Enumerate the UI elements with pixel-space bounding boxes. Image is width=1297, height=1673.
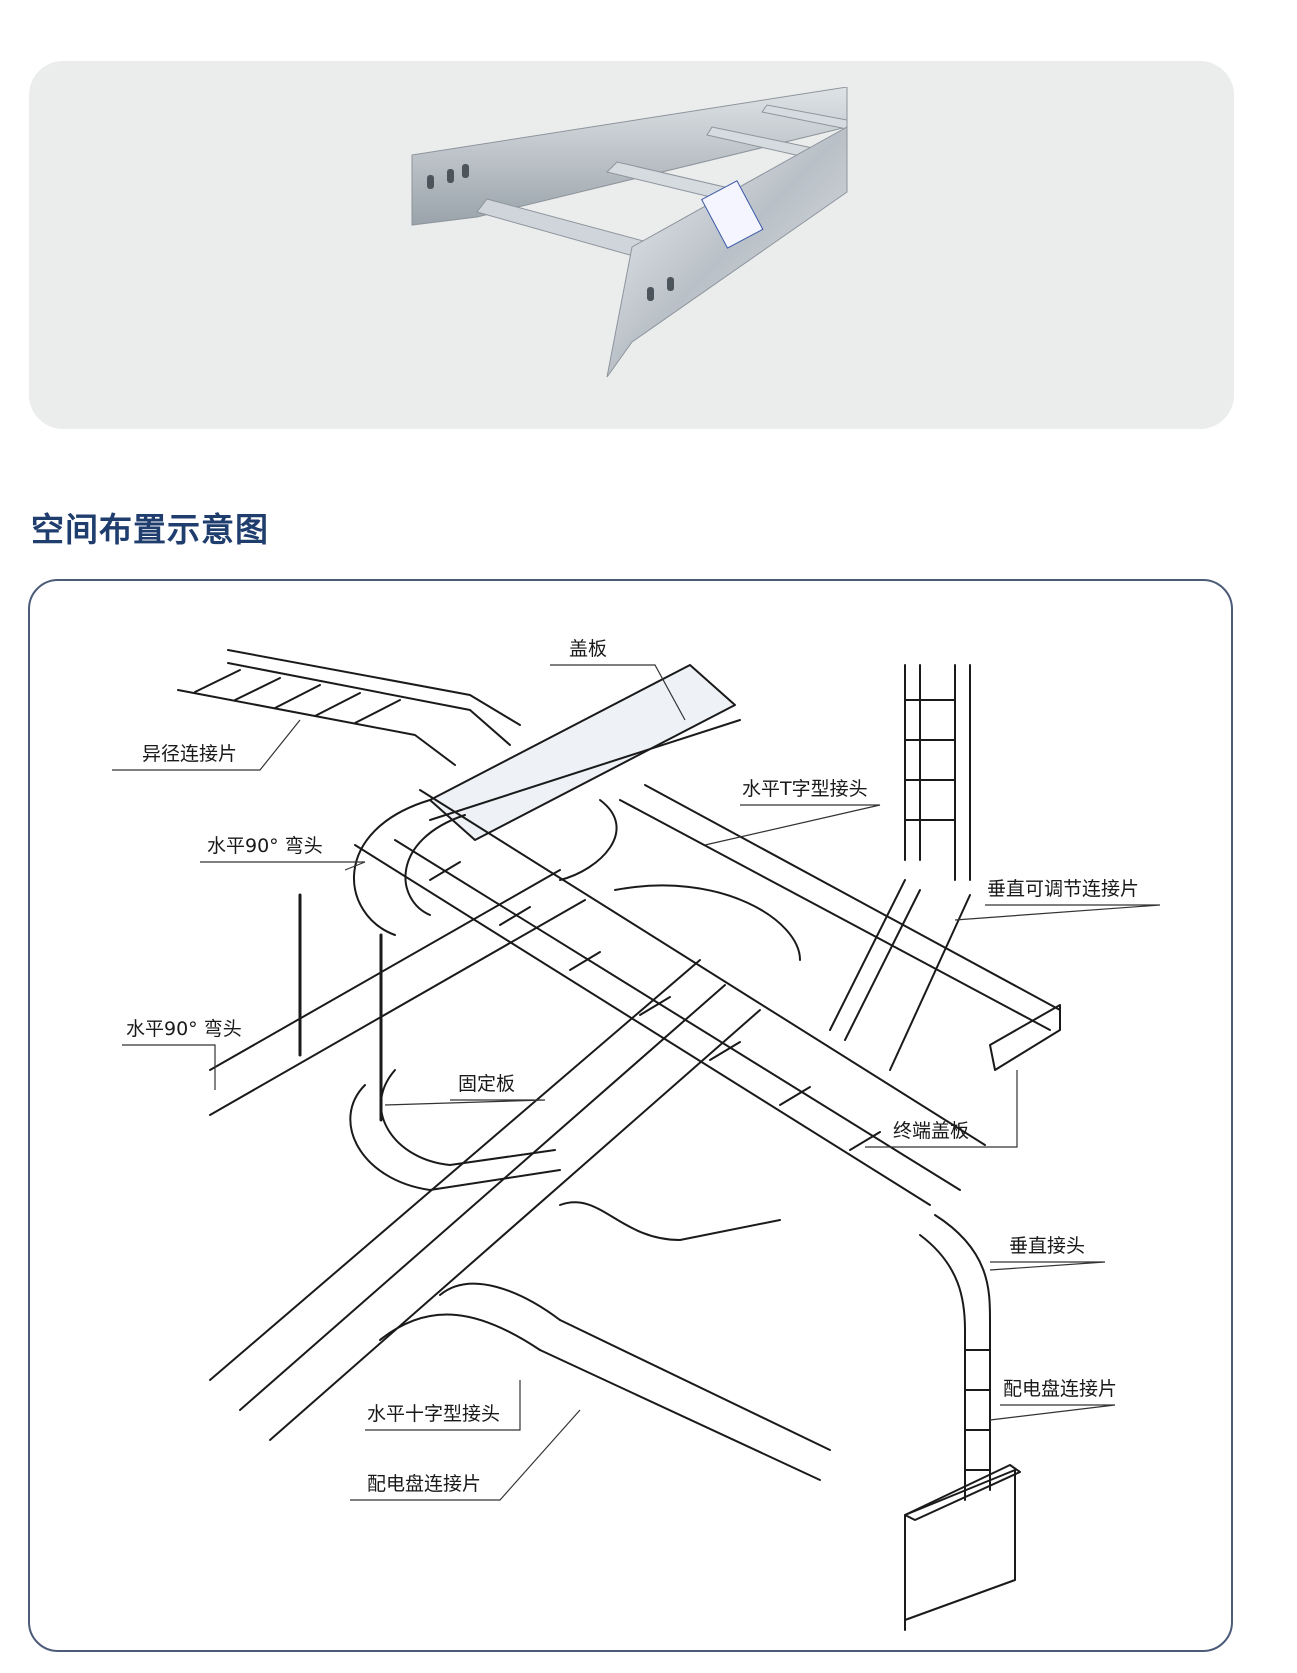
main-diagonal-run	[354, 789, 986, 1206]
label-horizontal-tee: 水平T字型接头	[742, 778, 868, 800]
cross-joint	[379, 1282, 831, 1481]
cover-plate-drawing	[429, 664, 741, 841]
label-cover-plate: 盖板	[569, 638, 608, 660]
cable-ladder-photo	[411, 87, 848, 378]
upper-elbow	[353, 799, 618, 936]
label-horizontal-cross: 水平十字型接头	[367, 1403, 501, 1425]
label-horizontal-elbow-upper: 水平90° 弯头	[207, 835, 323, 857]
label-end-cover: 终端盖板	[893, 1120, 970, 1142]
cross-run	[209, 869, 761, 1441]
right-tee-arm	[619, 784, 1061, 1071]
vertical-joint	[919, 1214, 991, 1501]
distribution-panel-box	[904, 1464, 1021, 1631]
hanger-rods	[298, 893, 383, 1122]
product-photo-panel	[29, 61, 1234, 429]
center-loop	[349, 884, 801, 1241]
top-left-branch-ladder	[177, 649, 521, 766]
label-vertical-joint: 垂直接头	[1009, 1235, 1086, 1257]
label-reducer-connector: 异径连接片	[142, 743, 238, 765]
label-vertical-adjustable-connector: 垂直可调节连接片	[987, 878, 1140, 900]
label-horizontal-elbow-lower: 水平90° 弯头	[126, 1018, 242, 1040]
label-fixing-plate: 固定板	[458, 1073, 516, 1095]
vertical-riser	[829, 664, 971, 1071]
label-panel-connector-right: 配电盘连接片	[1003, 1378, 1118, 1400]
section-title: 空间布置示意图	[31, 510, 269, 549]
label-panel-connector-bottom: 配电盘连接片	[367, 1473, 482, 1495]
